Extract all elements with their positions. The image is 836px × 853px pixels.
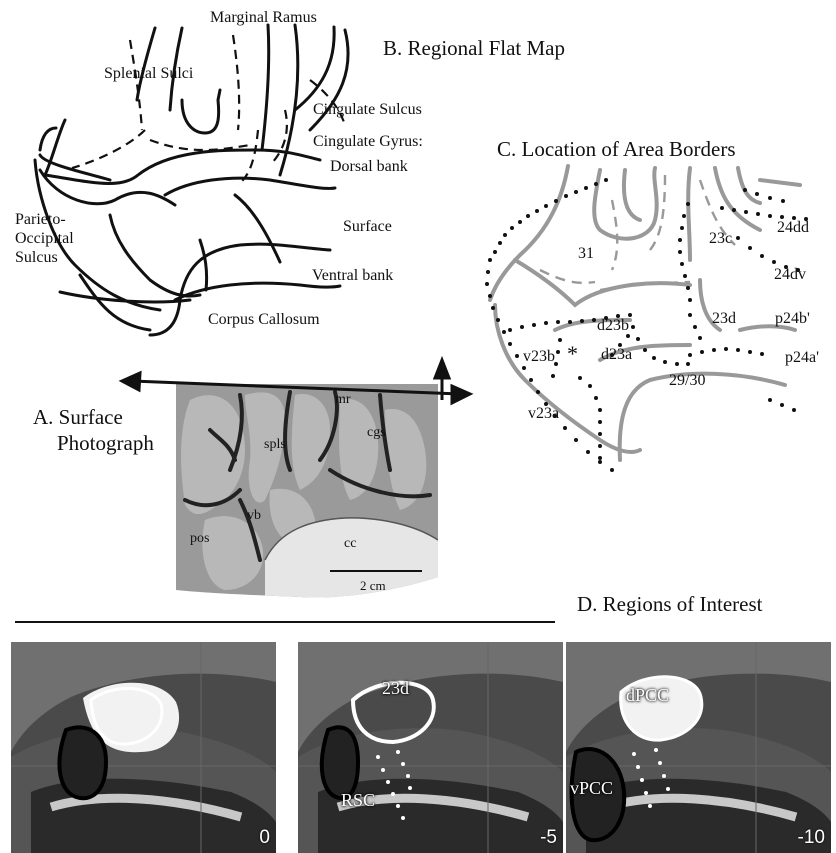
- scale-bar-label: 2 cm: [360, 578, 386, 594]
- slice-position-label: -10: [798, 827, 825, 849]
- roi-label-23d: 23d: [382, 678, 409, 698]
- mr-label: mr: [335, 392, 351, 408]
- mri-slice-0: 0: [11, 642, 276, 853]
- roi-label-dpcc: dPCC: [626, 685, 669, 705]
- slice-position-label: 0: [259, 827, 270, 849]
- mri-slice-minus5-image: [298, 642, 563, 853]
- spls-label: spls: [264, 437, 286, 453]
- mri-slice-minus5: 23d RSC -5: [298, 642, 563, 853]
- section-divider: [15, 621, 555, 623]
- regions-of-interest-title: D. Regions of Interest: [577, 592, 762, 616]
- mri-slice-0-image: [11, 642, 276, 853]
- slice-position-label: -5: [540, 827, 557, 849]
- pos-label: pos: [190, 531, 209, 547]
- mri-slice-minus10: dPCC vPCC -10: [566, 642, 831, 853]
- cgs-label: cgs: [367, 425, 386, 441]
- cc-label: cc: [344, 536, 356, 552]
- roi-label-vpcc: vPCC: [570, 778, 613, 798]
- mri-slice-minus10-image: [566, 642, 831, 853]
- roi-label-rsc: RSC: [341, 790, 375, 810]
- vb-label: vb: [247, 508, 261, 524]
